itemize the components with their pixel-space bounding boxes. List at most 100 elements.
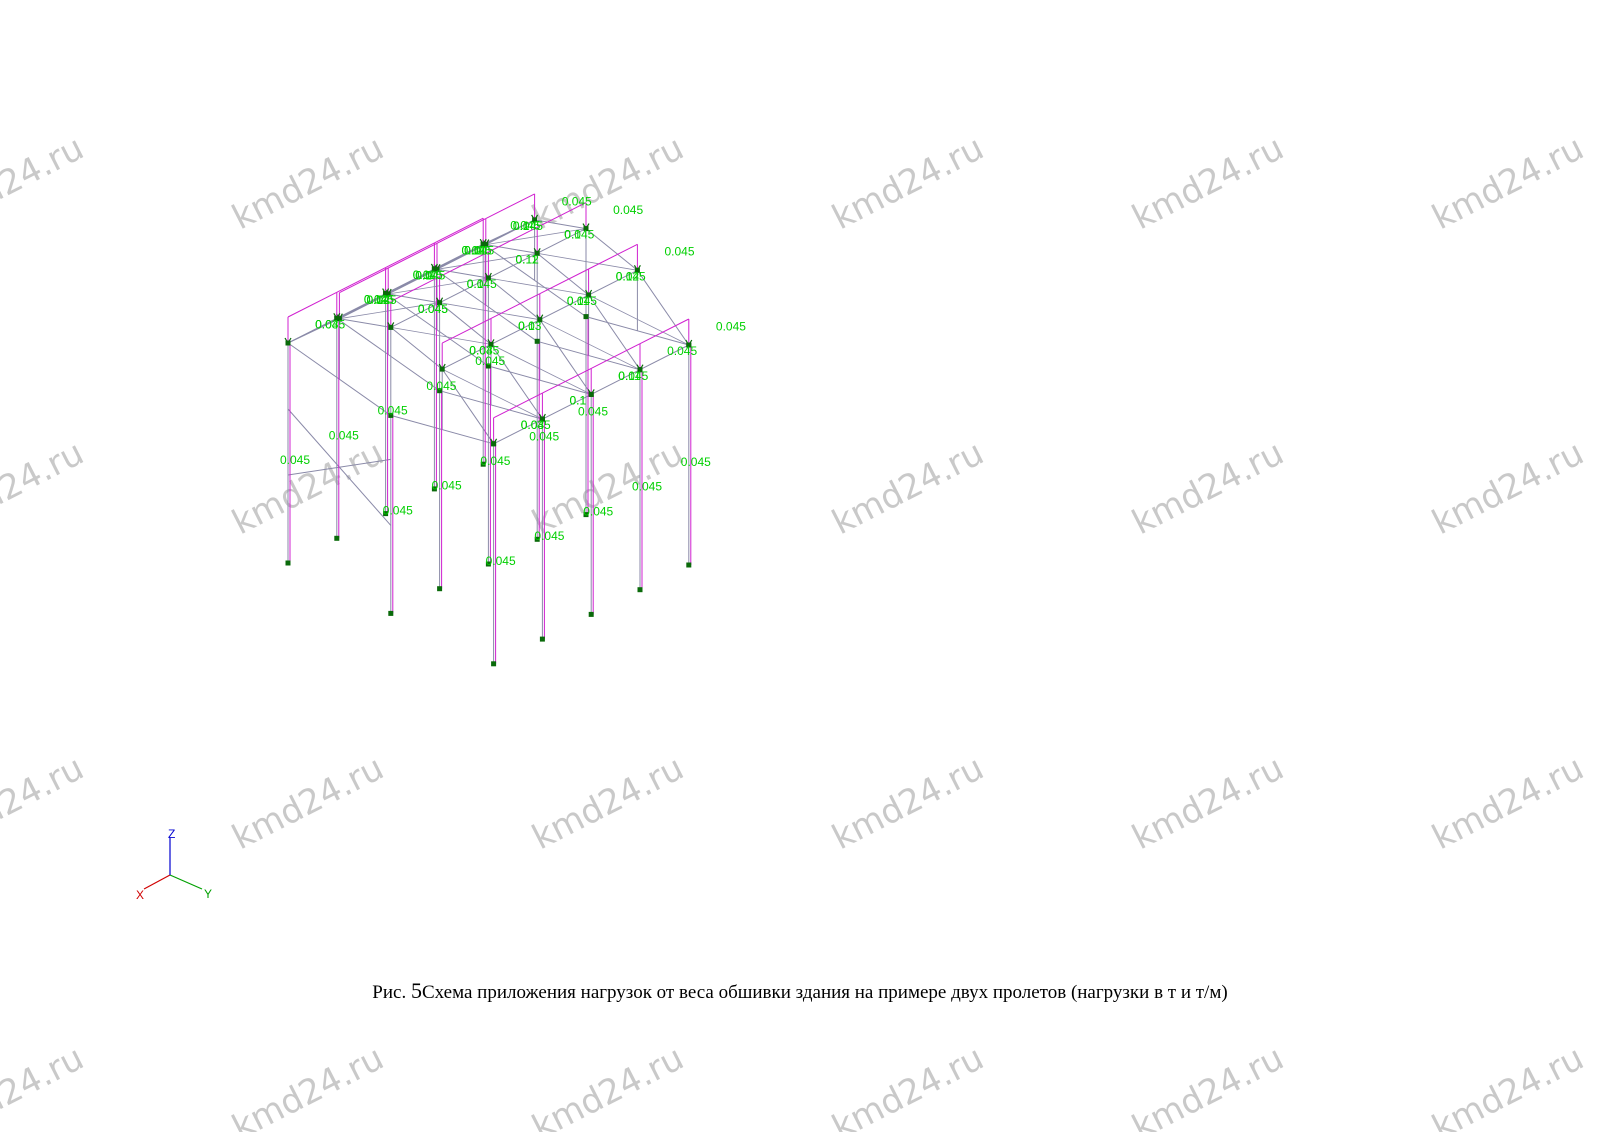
frame-node <box>431 486 437 492</box>
frame-node <box>485 561 491 567</box>
frame-node <box>588 611 594 617</box>
load-label: 0.045 <box>426 379 456 393</box>
load-label: 0.045 <box>415 268 445 282</box>
load-label: 0.045 <box>475 354 505 368</box>
frame-node <box>485 363 491 369</box>
load-label: 0.03 <box>315 317 339 331</box>
load-label: 0.045 <box>583 504 613 518</box>
roof-brace <box>436 252 538 270</box>
roof-brace <box>537 252 638 271</box>
load-label: 0.045 <box>681 455 711 469</box>
rafter-segment <box>488 277 541 321</box>
roof-brace <box>439 302 540 321</box>
frame-node <box>583 314 589 320</box>
load-label: 0.11 <box>516 252 539 266</box>
load-label: 0.045 <box>462 243 492 257</box>
distributed-load-line <box>336 267 386 293</box>
rafter-segment <box>388 293 440 304</box>
frame-node <box>437 388 443 394</box>
frame-node <box>583 512 589 518</box>
watermark-text: kmd24.ru <box>1126 748 1290 858</box>
load-label: 0.045 <box>364 293 394 307</box>
watermark-text: kmd24.ru <box>826 128 990 238</box>
load-label: 0.12 <box>364 293 388 307</box>
load-label: 0.045 <box>418 302 448 316</box>
load-label: 0.03 <box>518 319 542 333</box>
watermark-text: kmd24.ru <box>1126 1038 1290 1132</box>
frame-node <box>534 250 540 256</box>
rafter-segment <box>539 319 592 395</box>
load-label: 0.045 <box>616 269 646 283</box>
distributed-load-line <box>493 392 543 419</box>
watermark-text: kmd24.ru <box>0 433 90 543</box>
watermark-text: kmd24.ru <box>226 128 390 238</box>
caption-text: Схема приложения нагрузок от веса обшивк… <box>421 982 1228 1003</box>
frame-node <box>480 241 486 247</box>
load-label: 0.045 <box>432 479 462 493</box>
roof-brace <box>488 277 589 296</box>
frame-node <box>383 291 389 297</box>
frame-node <box>537 317 543 323</box>
rafter-segment <box>636 270 690 346</box>
roof-brace <box>388 277 489 295</box>
distributed-load-line <box>441 317 492 344</box>
frame-node <box>539 636 545 642</box>
load-label: 0.045 <box>315 317 345 331</box>
distributed-load-line <box>439 251 489 278</box>
load-label: 0.1 <box>518 319 535 333</box>
rafter-segment <box>536 252 589 296</box>
figure-caption: Рис. 5Схема приложения нагрузок от веса … <box>0 978 1600 1004</box>
watermark-text: kmd24.ru <box>226 1038 390 1132</box>
rafter-segment <box>585 228 638 271</box>
frame-node <box>336 316 342 322</box>
frame-node <box>634 267 640 273</box>
watermark-text: kmd24.ru <box>1126 128 1290 238</box>
frame-node <box>437 300 443 306</box>
rafter-segment <box>534 219 587 230</box>
load-label: 0.12 <box>616 269 640 283</box>
axis-x-line <box>143 874 171 890</box>
distributed-load-line <box>434 217 484 244</box>
load-label: 0.11 <box>618 369 641 383</box>
watermark-text: kmd24.ru <box>226 748 390 858</box>
frame-node <box>491 661 497 667</box>
frame-node <box>431 266 437 272</box>
frame-node <box>488 341 494 347</box>
frame-node <box>437 586 443 592</box>
rafter-segment <box>439 302 492 345</box>
caption-number: 5 <box>410 978 422 1003</box>
load-label: 0.045 <box>329 428 359 442</box>
rafter-segment <box>588 294 641 370</box>
axis-y-line <box>169 874 203 890</box>
load-label: 0.045 <box>618 369 648 383</box>
watermark-text: kmd24.ru <box>1426 128 1590 238</box>
load-label: 0.1 <box>570 394 587 408</box>
frame-node <box>588 391 594 397</box>
rafter-segment <box>339 318 391 328</box>
watermark-text: kmd24.ru <box>226 433 390 543</box>
frame-node <box>480 461 486 467</box>
distributed-load-line <box>287 291 338 318</box>
load-label: 0.045 <box>562 194 592 208</box>
load-label: 0.12 <box>367 293 391 307</box>
rafter-segment <box>490 344 543 420</box>
distributed-load-line <box>385 242 435 269</box>
distributed-load-line <box>542 367 592 394</box>
load-label: 0.1 <box>570 394 587 408</box>
watermark-text: kmd24.ru <box>1426 433 1590 543</box>
load-label: 0.11 <box>462 243 485 257</box>
load-label: 0.045 <box>665 245 695 259</box>
watermark-text: kmd24.ru <box>0 748 90 858</box>
watermark-text: kmd24.ru <box>526 1038 690 1132</box>
frame-node <box>539 416 545 422</box>
load-label: 0.1 <box>415 268 432 282</box>
truss-bottom-chord <box>439 390 543 420</box>
roof-brace <box>485 228 587 245</box>
load-value-labels: 0.030.120.0450.0450.0450.0450.0450.0450.… <box>280 194 746 567</box>
load-label: 0.03 <box>521 418 545 432</box>
frame-node <box>334 315 340 321</box>
axes-indicator: X Y Z <box>136 827 212 902</box>
distributed-load-line <box>588 243 638 270</box>
rafter-segment <box>390 327 443 370</box>
watermark-text: kmd24.ru <box>526 433 690 543</box>
